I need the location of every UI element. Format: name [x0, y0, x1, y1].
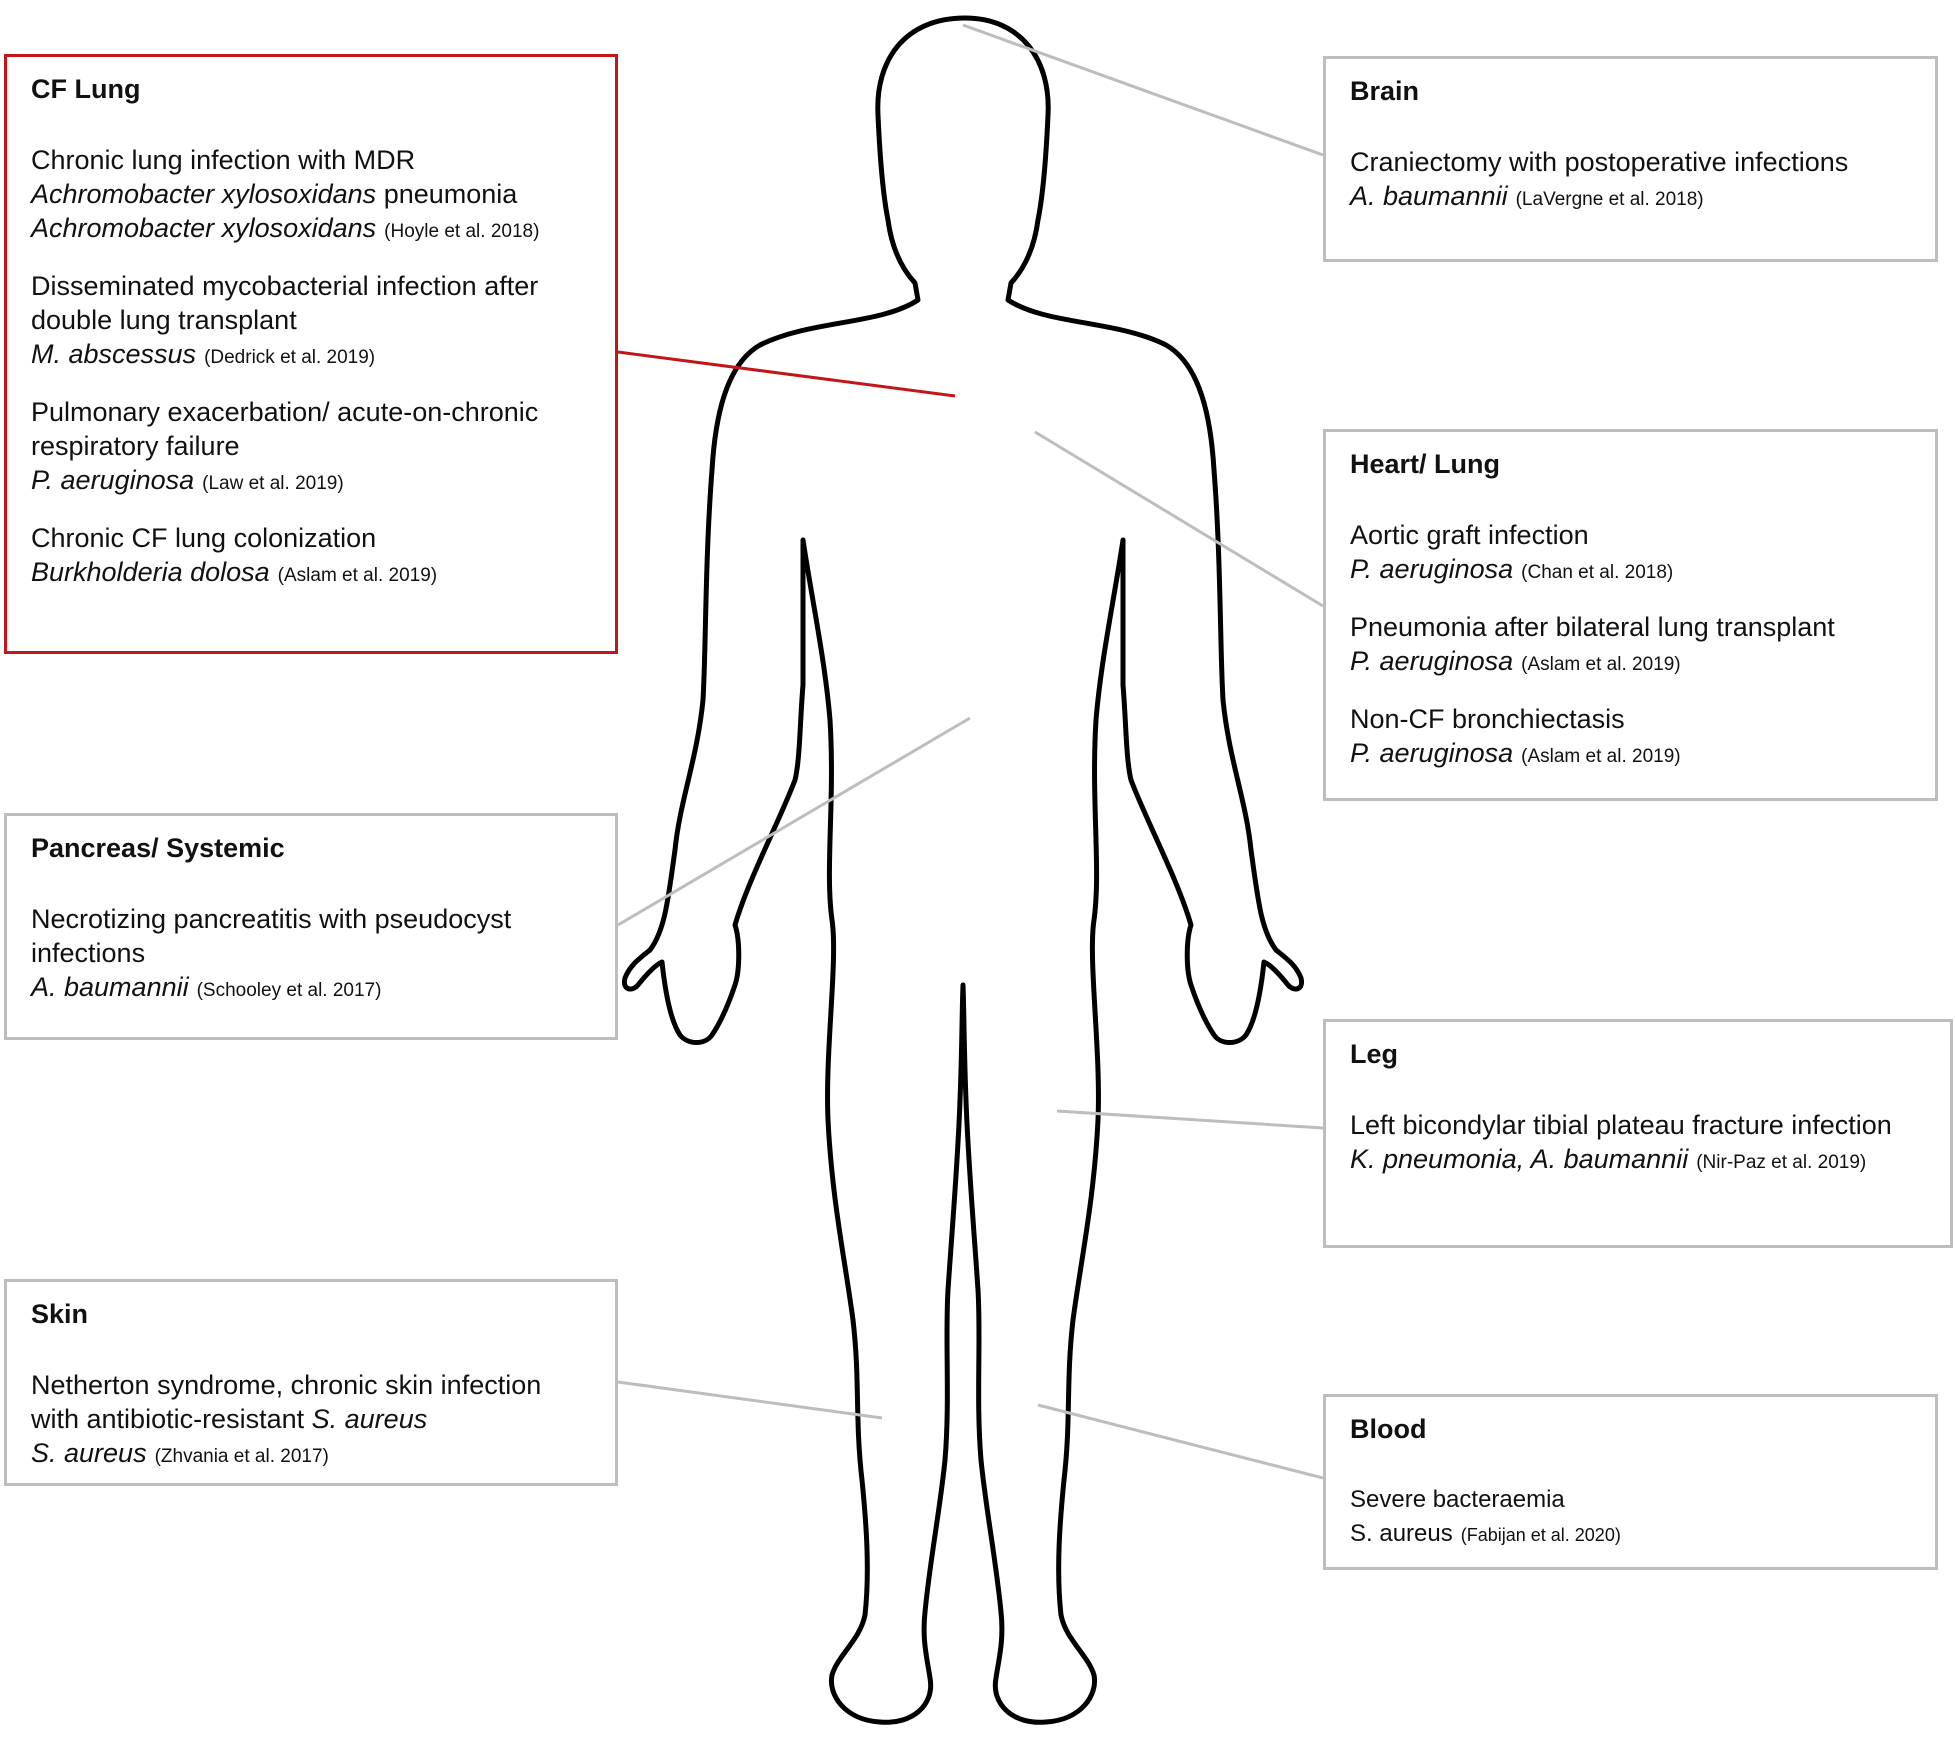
organism-name: Achromobacter xylosoxidans [31, 213, 377, 244]
condition-line: Achromobacter xylosoxidans pneumonia [31, 179, 517, 209]
organism-name: M. abscessus [31, 339, 197, 370]
condition-text: Necrotizing pancreatitis with pseudocyst… [31, 904, 512, 969]
box-title: Heart/ Lung [1350, 449, 1501, 479]
box-title: Leg [1350, 1039, 1399, 1069]
condition-text: Chronic lung infection with MDR [31, 145, 416, 176]
organism-name: P. aeruginosa [1350, 738, 1514, 769]
entry: Left bicondylar tibial plateau fracture … [1350, 1108, 1926, 1180]
organism-name: K. pneumonia, A. baumannii [1350, 1144, 1689, 1175]
box-pancreas: Pancreas/ Systemic Necrotizing pancreati… [4, 813, 618, 1040]
condition-text: Non-CF bronchiectasis [1350, 704, 1625, 735]
entry: Netherton syndrome, chronic skin infecti… [31, 1368, 591, 1474]
organism-name: Burkholderia dolosa [31, 557, 270, 588]
reference: (Aslam et al. 2019) [1521, 746, 1681, 768]
connector-skin [617, 1380, 883, 1420]
box-cf-lung: CF Lung Chronic lung infection with MDR … [4, 54, 618, 654]
organism-name: S. aureus [1350, 1520, 1453, 1548]
organism-name: P. aeruginosa [1350, 646, 1514, 677]
reference: (Zhvania et al. 2017) [154, 1446, 329, 1468]
box-title: Brain [1350, 76, 1420, 106]
human-body-outline [621, 15, 1305, 1725]
connector-leg [1056, 1109, 1324, 1130]
box-title: Pancreas/ Systemic [31, 833, 285, 863]
organism-name: A. baumannii [31, 972, 189, 1003]
entry: Pneumonia after bilateral lung transplan… [1350, 610, 1911, 682]
connector-cf-lung [617, 350, 956, 398]
connector-heart-lung [1034, 430, 1324, 608]
condition-text: Craniectomy with postoperative infection… [1350, 147, 1849, 178]
connector-blood [1037, 1403, 1324, 1480]
reference: (LaVergne et al. 2018) [1515, 189, 1704, 211]
condition-text: Aortic graft infection [1350, 520, 1589, 551]
reference: (Nir-Paz et al. 2019) [1696, 1152, 1867, 1174]
reference: (Fabijan et al. 2020) [1460, 1525, 1621, 1546]
reference: (Law et al. 2019) [202, 473, 344, 495]
box-blood: Blood Severe bacteraemia S. aureus (Fabij… [1323, 1394, 1938, 1570]
organism-name: A. baumannii [1350, 181, 1508, 212]
entry: Aortic graft infection P. aeruginosa (Cha… [1350, 518, 1911, 590]
organism-name: P. aeruginosa [1350, 554, 1514, 585]
reference: (Aslam et al. 2019) [1521, 654, 1681, 676]
box-title: Skin [31, 1299, 89, 1329]
organism-name: Achromobacter xylosoxidans [31, 179, 377, 210]
condition-text: Netherton syndrome, chronic skin infecti… [31, 1370, 542, 1435]
condition-text: Pneumonia after bilateral lung transplan… [1350, 612, 1835, 643]
entry: Pulmonary exacerbation/ acute-on-chronic… [31, 395, 591, 501]
box-skin: Skin Netherton syndrome, chronic skin in… [4, 1279, 618, 1486]
connector-pancreas [617, 716, 971, 927]
condition-text: Left bicondylar tibial plateau fracture … [1350, 1110, 1892, 1141]
entry: Necrotizing pancreatitis with pseudocyst… [31, 902, 591, 1008]
organism-name: S. aureus [311, 1404, 428, 1435]
entry: Disseminated mycobacterial infection aft… [31, 269, 591, 375]
reference: (Schooley et al. 2017) [196, 980, 382, 1002]
organism-name: S. aureus [31, 1438, 147, 1469]
entry: Severe bacteraemia S. aureus (Fabijan et … [1350, 1483, 1911, 1552]
condition-text: Disseminated mycobacterial infection aft… [31, 271, 539, 336]
entry: Craniectomy with postoperative infection… [1350, 145, 1911, 217]
box-brain: Brain Craniectomy with postoperative inf… [1323, 56, 1938, 262]
organism-name: P. aeruginosa [31, 465, 195, 496]
reference: (Aslam et al. 2019) [277, 565, 438, 587]
condition-text: Chronic CF lung colonization [31, 523, 377, 554]
box-leg: Leg Left bicondylar tibial plateau fract… [1323, 1019, 1953, 1248]
reference: (Dedrick et al. 2019) [204, 347, 376, 369]
box-title: Blood [1350, 1414, 1427, 1444]
box-title: CF Lung [31, 74, 141, 104]
condition-tail: pneumonia [383, 179, 518, 210]
condition-text: Pulmonary exacerbation/ acute-on-chronic… [31, 397, 539, 462]
entry: Chronic CF lung colonization Burkholderi… [31, 521, 591, 593]
box-heart-lung: Heart/ Lung Aortic graft infection P. ae… [1323, 429, 1938, 801]
condition-text: Severe bacteraemia [1350, 1486, 1565, 1514]
entry: Non-CF bronchiectasis P. aeruginosa (Asla… [1350, 702, 1911, 774]
entry: Chronic lung infection with MDR Achromob… [31, 143, 591, 249]
reference: (Hoyle et al. 2018) [384, 221, 540, 243]
connector-brain [962, 23, 1324, 157]
reference: (Chan et al. 2018) [1521, 562, 1674, 584]
